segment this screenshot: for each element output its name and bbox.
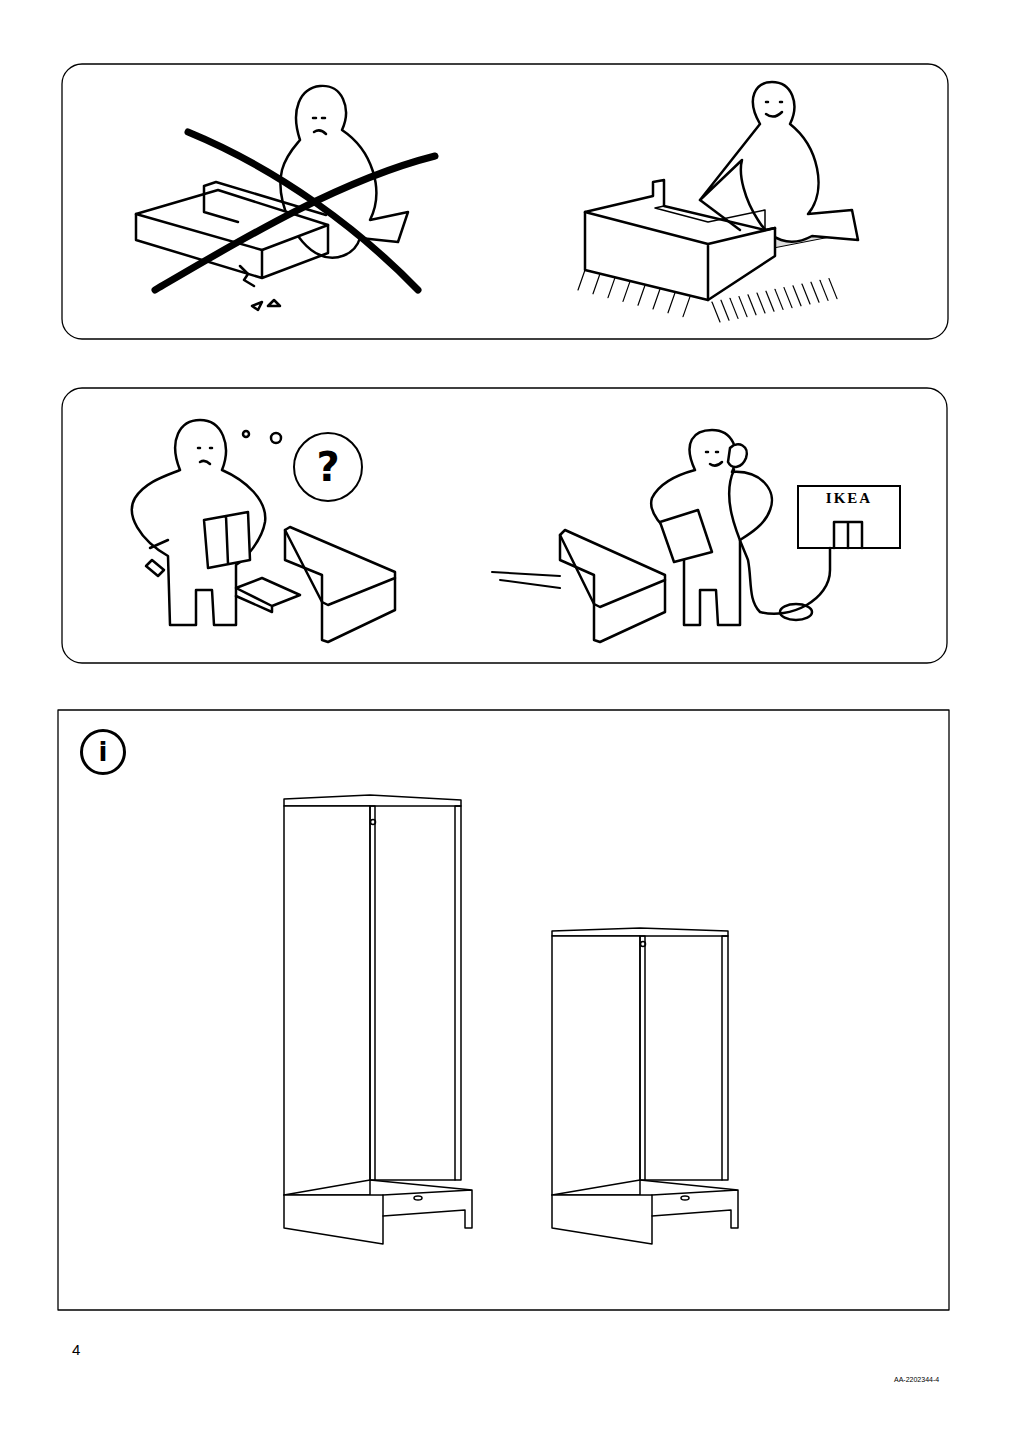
panel (62, 64, 948, 339)
wrong-way-figure (136, 86, 435, 310)
store-door (834, 522, 862, 548)
node-text: ? (316, 447, 339, 487)
phoning-figure (492, 430, 830, 642)
question-bubble: ? (293, 432, 363, 502)
page-number: 4 (72, 1341, 80, 1358)
short-cabinet (552, 928, 738, 1244)
panel (58, 710, 949, 1310)
panel (62, 388, 947, 663)
right-way-figure (578, 82, 858, 322)
confused-figure (132, 420, 395, 642)
document-code: AA-2202344-4 (894, 1376, 939, 1383)
tall-cabinet (284, 795, 472, 1244)
store-sign: IKEA (797, 485, 901, 549)
info-icon: i (80, 729, 126, 775)
node-text: i (99, 739, 108, 765)
node-text: IKEA (826, 491, 872, 506)
